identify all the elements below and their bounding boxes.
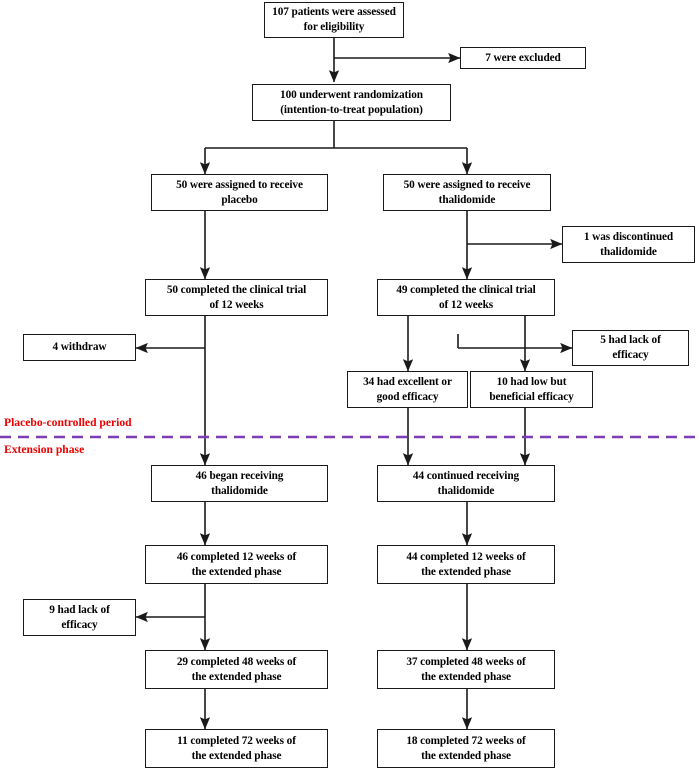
- node-began-line1: 46 began receiving: [195, 469, 284, 482]
- node-ext72-right: 18 completed 72 weeks of the extended pha…: [377, 729, 555, 768]
- phase-label-extension: Extension phase: [4, 443, 85, 456]
- node-excluded-line1: 7 were excluded: [485, 51, 561, 64]
- node-completed-placebo-line1: 50 completed the clinical trial: [166, 283, 307, 296]
- node-randomized-line2: (intention-to-treat population): [280, 103, 423, 116]
- node-lack-efficacy-9-line2: efficacy: [61, 618, 98, 631]
- node-assigned-thalidomide-line2: thalidomide: [438, 193, 496, 206]
- node-randomized: 100 underwent randomization (intention-to…: [252, 84, 451, 121]
- node-assigned-thalidomide: 50 were assigned to receive thalidomide: [383, 174, 551, 211]
- node-lack-efficacy-9: 9 had lack of efficacy: [23, 599, 136, 636]
- node-ext48-left-line2: the extended phase: [191, 670, 282, 683]
- node-low-benefit-line1: 10 had low but: [496, 375, 567, 388]
- node-continued-line1: 44 continued receiving: [412, 469, 520, 482]
- node-assessed: 107 patients were assessed for eligibilit…: [264, 2, 404, 38]
- node-discontinued-line1: 1 was discontinued: [583, 230, 674, 243]
- node-ext72-left-line2: the extended phase: [191, 749, 282, 762]
- node-ext72-right-line2: the extended phase: [421, 749, 511, 762]
- node-discontinued-thalidomide: 1 was discontinued thalidomide: [562, 226, 695, 263]
- node-ext12-left-line1: 46 completed 12 weeks of: [176, 550, 297, 563]
- node-completed-thalidomide-line1: 49 completed the clinical trial: [396, 283, 536, 296]
- node-ext48-left-line1: 29 completed 48 weeks of: [176, 655, 297, 668]
- node-ext72-left: 11 completed 72 weeks of the extended pha…: [145, 729, 328, 768]
- node-lack-efficacy-9-line1: 9 had lack of: [49, 603, 110, 616]
- node-assigned-placebo: 50 were assigned to receive placebo: [151, 174, 328, 211]
- node-withdraw: 4 withdraw: [23, 334, 136, 361]
- node-low-benefit-line2: beneficial efficacy: [489, 390, 574, 403]
- node-ext12-right-line2: the extended phase: [421, 565, 511, 578]
- node-excellent-line2: good efficacy: [376, 390, 439, 403]
- node-continued-line2: thalidomide: [437, 484, 495, 497]
- node-ext48-right-line2: the extended phase: [421, 670, 511, 683]
- node-ext48-right: 37 completed 48 weeks of the extended pha…: [377, 650, 555, 689]
- node-excellent-line1: 34 had excellent or: [363, 375, 452, 388]
- node-lack-efficacy-5: 5 had lack of efficacy: [572, 330, 689, 366]
- node-completed-thalidomide: 49 completed the clinical trial of 12 wee…: [377, 279, 555, 316]
- node-excellent-efficacy: 34 had excellent or good efficacy: [347, 371, 468, 408]
- node-assigned-placebo-line2: placebo: [221, 193, 258, 206]
- node-ext48-left: 29 completed 48 weeks of the extended pha…: [145, 650, 328, 689]
- node-ext72-left-line1: 11 completed 72 weeks of: [177, 734, 296, 747]
- node-randomized-line1: 100 underwent randomization: [280, 88, 423, 101]
- node-began-thalidomide: 46 began receiving thalidomide: [151, 465, 328, 502]
- node-lack-efficacy-5-line2: efficacy: [612, 349, 649, 361]
- node-assigned-thalidomide-line1: 50 were assigned to receive: [403, 178, 531, 191]
- node-completed-thalidomide-line2: of 12 weeks: [438, 298, 494, 311]
- node-completed-placebo-line2: of 12 weeks: [209, 298, 264, 311]
- node-ext12-right-line1: 44 completed 12 weeks of: [406, 550, 526, 563]
- node-ext72-right-line1: 18 completed 72 weeks of: [406, 734, 526, 747]
- node-discontinued-line2: thalidomide: [600, 245, 657, 258]
- phase-label-placebo-controlled: Placebo-controlled period: [4, 416, 132, 429]
- node-completed-placebo: 50 completed the clinical trial of 12 wee…: [145, 279, 328, 316]
- node-low-beneficial-efficacy: 10 had low but beneficial efficacy: [470, 371, 593, 408]
- node-excluded: 7 were excluded: [460, 47, 586, 69]
- node-assigned-placebo-line1: 50 were assigned to receive: [176, 178, 303, 191]
- node-assessed-line1: 107 patients were assessed: [272, 6, 396, 19]
- node-ext48-right-line1: 37 completed 48 weeks of: [406, 655, 526, 668]
- node-assessed-line2: for eligibility: [303, 21, 365, 33]
- node-lack-efficacy-5-line1: 5 had lack of: [600, 334, 661, 347]
- node-continued-thalidomide: 44 continued receiving thalidomide: [377, 465, 555, 502]
- node-withdraw-line1: 4 withdraw: [52, 341, 107, 354]
- node-ext12-right: 44 completed 12 weeks of the extended pha…: [377, 545, 555, 584]
- node-began-line2: thalidomide: [211, 484, 268, 497]
- node-ext12-left-line2: the extended phase: [191, 565, 282, 578]
- node-ext12-left: 46 completed 12 weeks of the extended pha…: [145, 545, 328, 584]
